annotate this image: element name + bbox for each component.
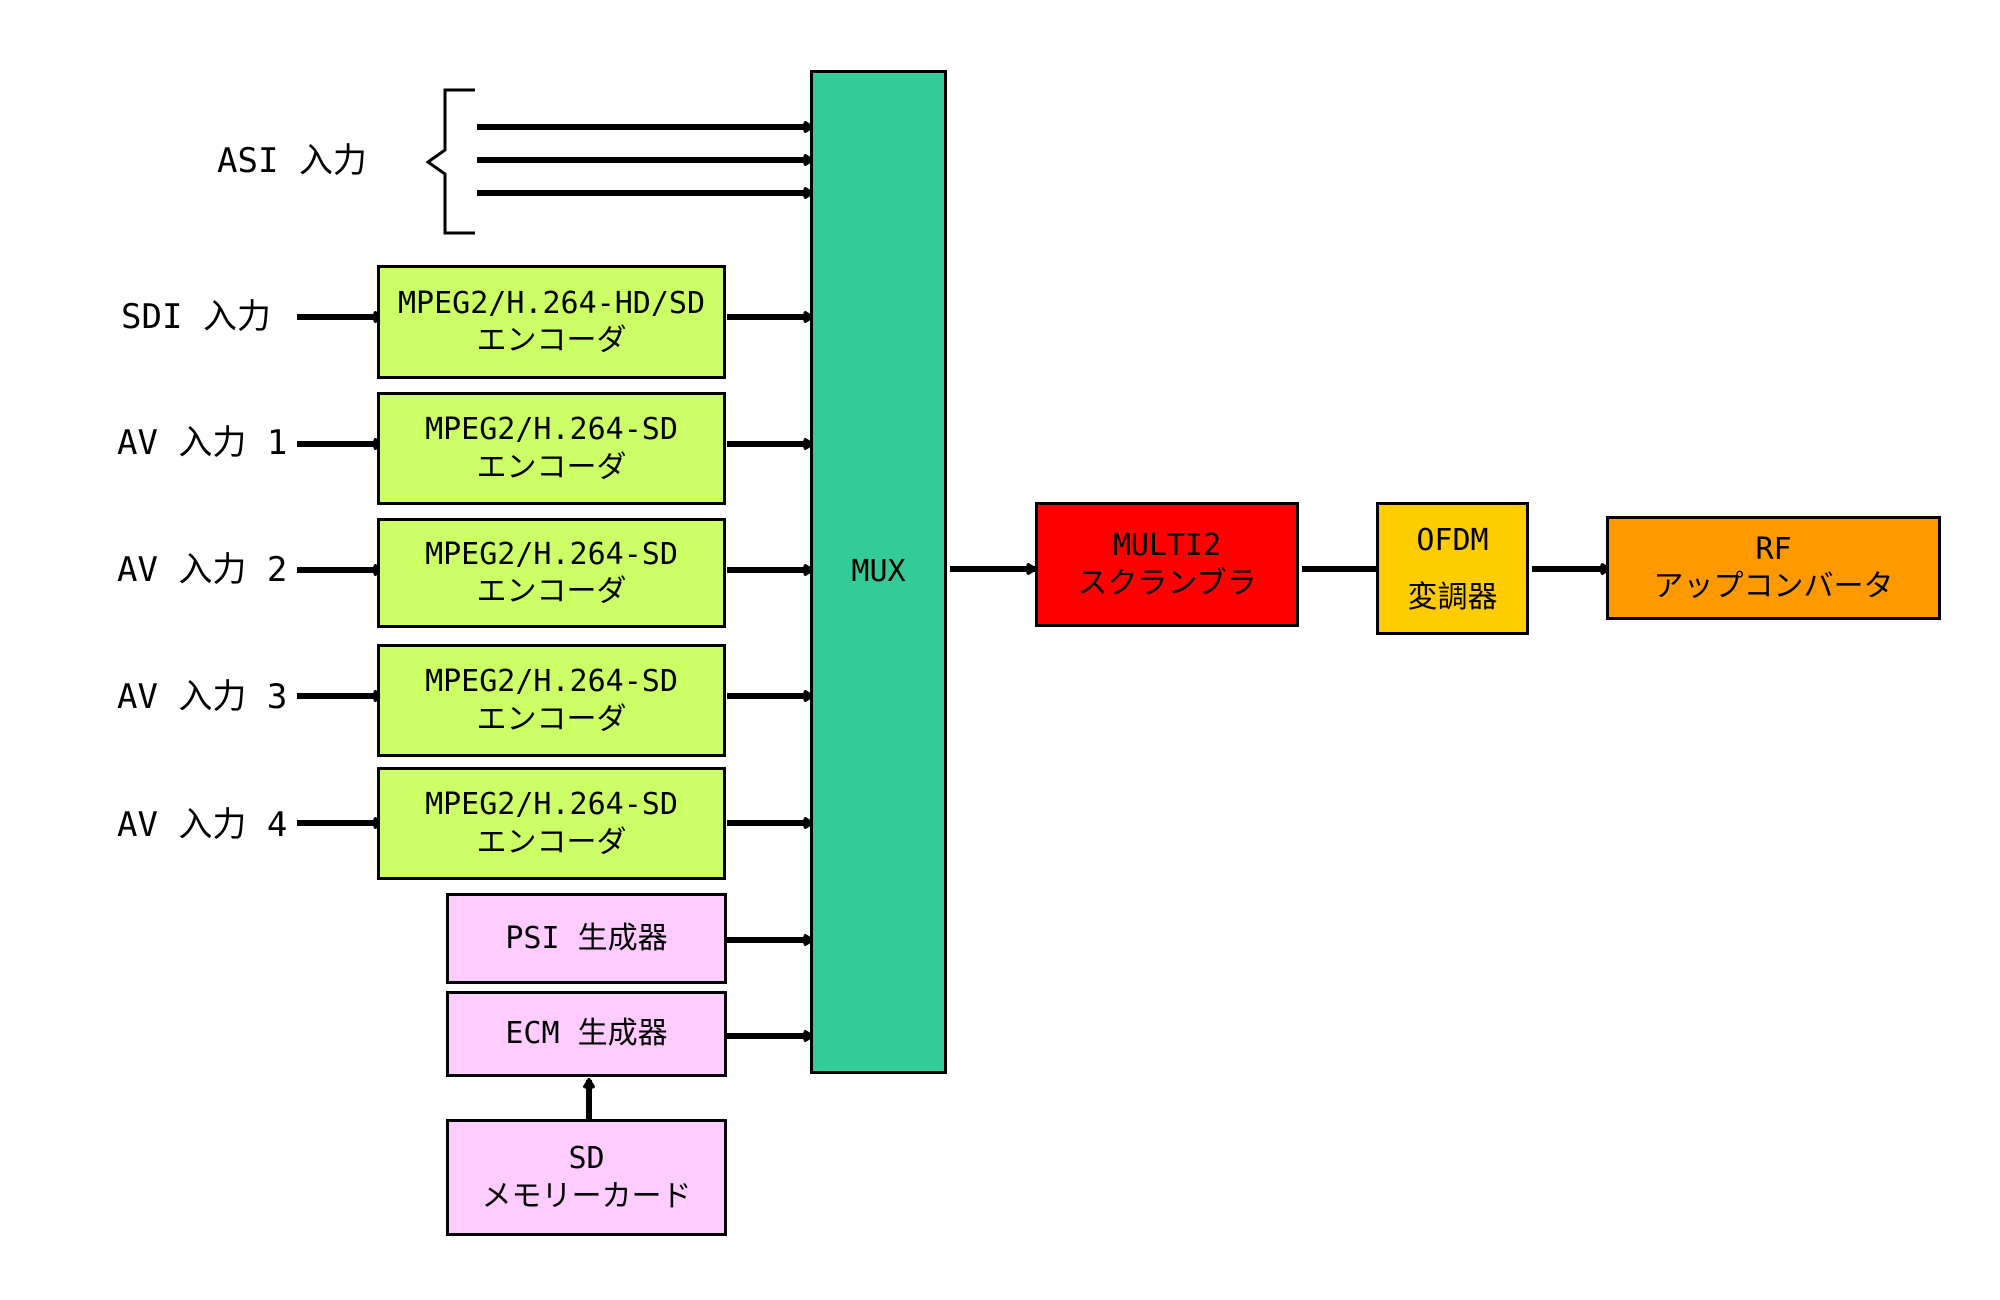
asi-brace <box>425 88 475 235</box>
encoder-title: MPEG2/H.264-SD <box>425 787 678 822</box>
encoder-subtitle: エンコーダ <box>476 574 627 609</box>
encoder-title: MPEG2/H.264-SD <box>425 412 678 447</box>
sd-memory-card: SD メモリーカード <box>446 1119 727 1236</box>
ecm-generator: ECM 生成器 <box>446 991 727 1077</box>
upconverter-subtitle: アップコンバータ <box>1653 569 1894 604</box>
scrambler-title: MULTI2 <box>1112 528 1222 563</box>
encoder-sd-3: MPEG2/H.264-SD エンコーダ <box>377 644 726 757</box>
modulator-subtitle: 変調器 <box>1407 579 1498 615</box>
mux-block: MUX <box>810 70 947 1074</box>
upconverter-title: RF <box>1755 531 1792 567</box>
encoder-subtitle: エンコーダ <box>476 824 627 860</box>
modulator-title: OFDM <box>1416 522 1489 558</box>
ecm-generator-label: ECM 生成器 <box>505 1016 668 1052</box>
av-input-3-label: AV 入力 3 <box>117 677 288 717</box>
encoder-hd-sd: MPEG2/H.264-HD/SD エンコーダ <box>377 265 726 379</box>
encoder-sd-1: MPEG2/H.264-SD エンコーダ <box>377 392 726 505</box>
scrambler-subtitle: スクランブラ <box>1077 565 1257 601</box>
encoder-sd-2: MPEG2/H.264-SD エンコーダ <box>377 518 726 628</box>
av-input-2-label: AV 入力 2 <box>117 550 288 590</box>
encoder-subtitle: エンコーダ <box>476 449 627 485</box>
encoder-subtitle: エンコーダ <box>476 701 627 737</box>
mux-label: MUX <box>851 554 906 590</box>
ofdm-modulator: OFDM 変調器 <box>1376 502 1529 635</box>
sd-card-subtitle: メモリーカード <box>481 1178 692 1214</box>
av-input-4-label: AV 入力 4 <box>117 805 288 845</box>
encoder-title: MPEG2/H.264-SD <box>425 664 678 699</box>
encoder-sd-4: MPEG2/H.264-SD エンコーダ <box>377 767 726 880</box>
psi-generator-label: PSI 生成器 <box>505 920 668 956</box>
rf-upconverter: RF アップコンバータ <box>1606 516 1941 620</box>
encoder-title: MPEG2/H.264-HD/SD <box>397 285 706 321</box>
encoder-title: MPEG2/H.264-SD <box>425 536 678 572</box>
av-input-1-label: AV 入力 1 <box>117 423 288 463</box>
encoder-subtitle: エンコーダ <box>476 323 627 358</box>
asi-input-label: ASI 入力 <box>217 141 367 181</box>
multi2-scrambler: MULTI2 スクランブラ <box>1035 502 1299 627</box>
psi-generator: PSI 生成器 <box>446 893 727 984</box>
sdi-input-label: SDI 入力 <box>121 297 271 337</box>
sd-card-title: SD <box>568 1141 605 1176</box>
